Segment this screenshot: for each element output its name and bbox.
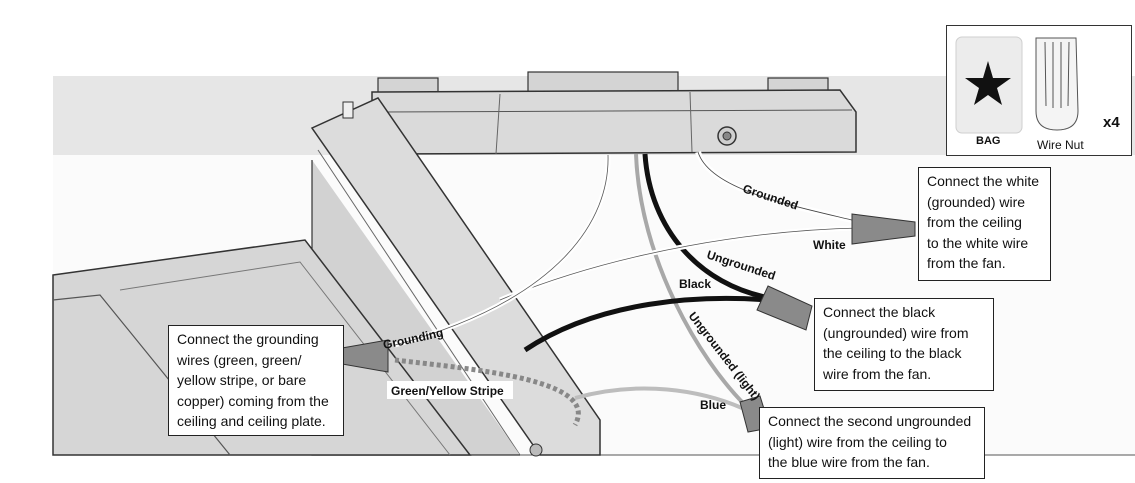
- black-ceiling-wire: [642, 153, 771, 301]
- mounting-bracket: [371, 71, 857, 155]
- label-black: Black: [679, 277, 711, 291]
- quantity-label: x4: [1103, 114, 1120, 131]
- callout-light-wire: Connect the second ungrounded (light) wi…: [759, 407, 985, 479]
- callout-white-wire: Connect the white (grounded) wire from t…: [918, 167, 1051, 281]
- black-fan-wire: [523, 295, 769, 353]
- wire-nut-label: Wire Nut: [1037, 138, 1084, 152]
- wires: [394, 150, 861, 427]
- wire-nut-white: [851, 213, 916, 245]
- callout-grounding-wires: Connect the grounding wires (green, gree…: [168, 325, 344, 436]
- callout-black-wire: Connect the black (ungrounded) wire from…: [814, 298, 994, 391]
- label-white: White: [813, 238, 846, 252]
- wire-nut-black: [756, 285, 813, 331]
- blue-fan-wire: [574, 386, 743, 410]
- star-icon: [965, 61, 1011, 105]
- label-blue: Blue: [700, 398, 726, 412]
- label-green-yellow: Green/Yellow Stripe: [391, 384, 504, 398]
- bag-label: BAG: [976, 135, 1001, 147]
- hardware-kit: BAG Wire Nut x4: [946, 25, 1132, 156]
- wire-nut-icon: [1035, 37, 1079, 131]
